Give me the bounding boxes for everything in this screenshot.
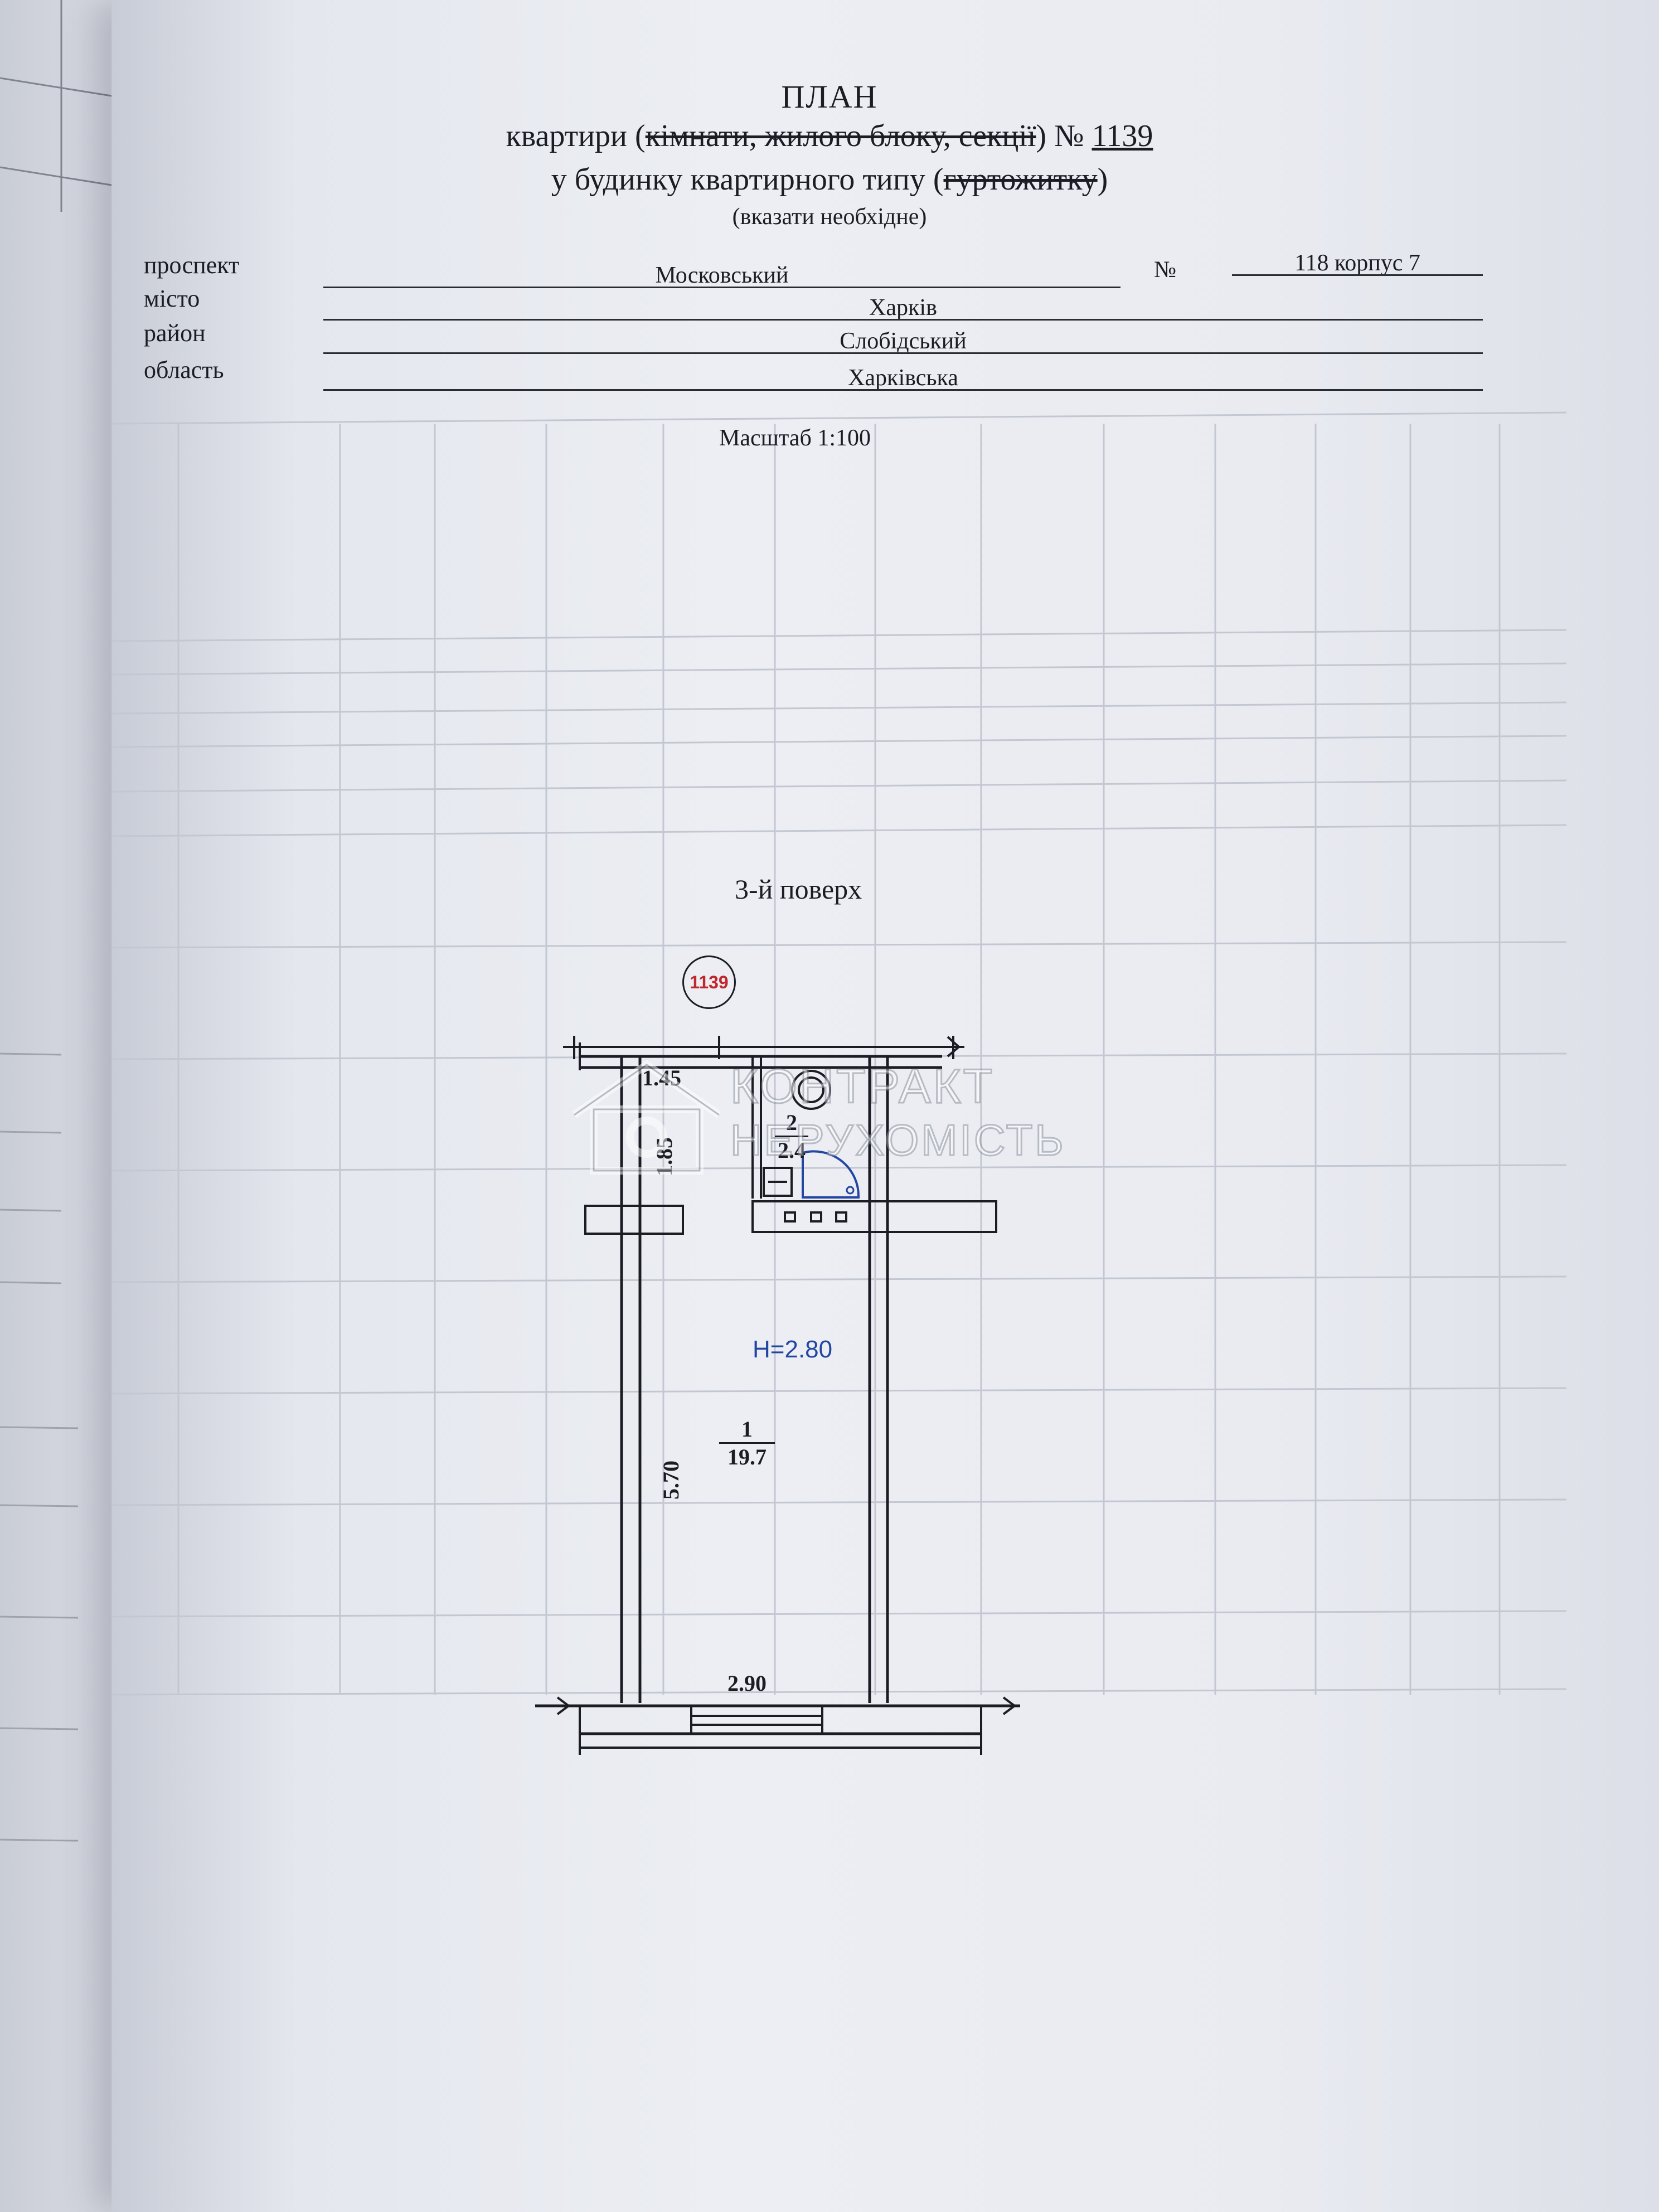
avenue-label: проспект bbox=[144, 251, 240, 279]
struck-dormitory: гуртожитку bbox=[943, 162, 1098, 197]
building-type-prefix: у будинку квартирного типу ( bbox=[551, 162, 944, 197]
house-number-rule bbox=[1232, 274, 1483, 276]
apartment-number: 1139 bbox=[1092, 119, 1153, 153]
room-2-area: 2.4 bbox=[778, 1138, 806, 1163]
struck-room-types: кімнати, жилого блоку, секції bbox=[645, 119, 1036, 153]
district-label: район bbox=[144, 319, 206, 347]
dim-bottom: 2.90 bbox=[727, 1671, 767, 1696]
ceiling-height-label: H=2.80 bbox=[753, 1336, 833, 1363]
floor-label: 3-й поверх bbox=[735, 874, 862, 905]
apartment-number-label: ) № bbox=[1036, 119, 1084, 153]
apartment-mark-circle: 1139 bbox=[682, 955, 736, 1009]
room-2-number: 2 bbox=[775, 1109, 808, 1137]
shower-arc bbox=[802, 1150, 860, 1199]
district-value: Слобідський bbox=[840, 328, 967, 354]
apartment-mark-number: 1139 bbox=[690, 972, 729, 992]
document-note: (вказати необхідне) bbox=[732, 204, 927, 230]
document-title: ПЛАН bbox=[781, 79, 878, 115]
region-rule bbox=[323, 389, 1483, 391]
room-1-label: 1 19.7 bbox=[719, 1416, 775, 1470]
document-sheet bbox=[111, 0, 1659, 2212]
room-1-number: 1 bbox=[719, 1416, 775, 1444]
region-value: Харківська bbox=[848, 365, 958, 391]
dim-left-upper: 1.85 bbox=[652, 1137, 677, 1176]
dim-left-lower: 5.70 bbox=[658, 1461, 683, 1500]
city-value: Харків bbox=[869, 295, 937, 321]
building-type-suffix: ) bbox=[1097, 162, 1108, 197]
city-rule bbox=[323, 319, 1483, 321]
number-label: № bbox=[1153, 257, 1177, 283]
room-2-label: 2 2.4 bbox=[775, 1109, 808, 1163]
apartment-prefix: квартири ( bbox=[506, 119, 646, 153]
document-subtitle-building: у будинку квартирного типу (гуртожитку) bbox=[0, 162, 1659, 197]
avenue-value: Московський bbox=[655, 263, 789, 288]
avenue-rule bbox=[323, 287, 1120, 288]
document-subtitle-apartment: квартири (кімнати, жилого блоку, секції)… bbox=[0, 118, 1659, 154]
scale-label: Масштаб 1:100 bbox=[719, 425, 871, 451]
region-label: область bbox=[144, 356, 224, 384]
district-rule bbox=[323, 352, 1483, 354]
room-1-area: 19.7 bbox=[727, 1444, 767, 1469]
house-number-value: 118 корпус 7 bbox=[1294, 250, 1420, 276]
show-through-table-lines bbox=[111, 411, 1567, 1696]
city-label: місто bbox=[144, 285, 200, 312]
dim-top-left: 1.45 bbox=[642, 1065, 681, 1090]
